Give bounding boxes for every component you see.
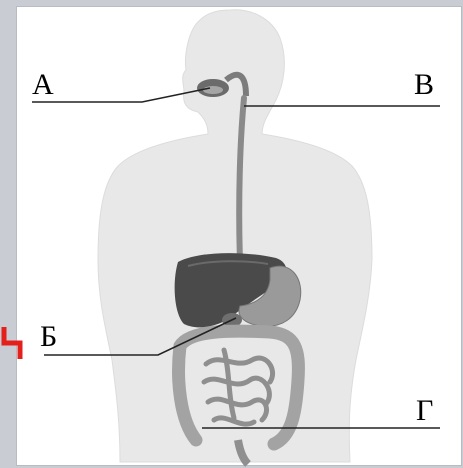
- label-a: А: [32, 70, 54, 100]
- red-arrow-mark: [0, 319, 30, 367]
- label-v: В: [414, 70, 434, 100]
- tongue: [203, 86, 223, 94]
- label-b: Б: [40, 322, 57, 352]
- label-g: Г: [416, 396, 433, 426]
